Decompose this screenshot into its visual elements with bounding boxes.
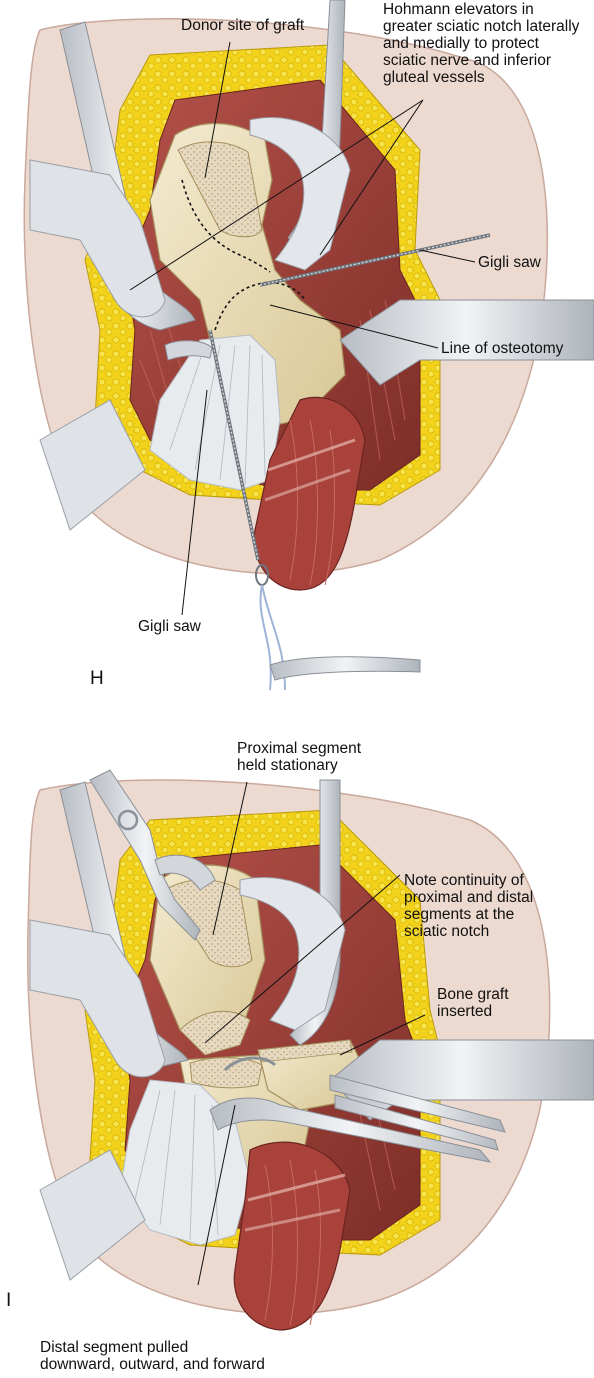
label-donor-site: Donor site of graft <box>181 17 305 34</box>
label-note-continuity: Note continuity of proximal and distal s… <box>404 872 534 940</box>
retractor-left-hook <box>164 340 213 361</box>
label-gigli-saw-bottom: Gigli saw <box>138 618 201 635</box>
graft-donor-site <box>177 141 263 238</box>
retractor-left-lower <box>39 399 146 531</box>
label-bone-graft-inserted: Bone graft inserted <box>437 986 509 1020</box>
sacrospinous-ligament <box>149 334 281 491</box>
retractor-right <box>339 299 594 386</box>
panel-h-illustration <box>23 0 594 691</box>
label-proximal-segment: Proximal segment held stationary <box>237 740 362 774</box>
panel-h-leader-lines <box>129 41 476 616</box>
panel-letter-i: I <box>6 1290 12 1311</box>
label-gigli-saw-right: Gigli saw <box>478 254 541 271</box>
distal-cancellous-surface <box>189 1057 263 1089</box>
panel-letter-h: H <box>90 668 104 689</box>
panel-i-illustration <box>26 769 594 1331</box>
retractor-left-blade <box>29 159 166 318</box>
label-distal-segment: Distal segment pulled downward, outward,… <box>40 1339 265 1373</box>
retractor-left-blade-i <box>29 919 166 1078</box>
forceps-graft <box>329 1074 506 1151</box>
label-hohmann-elevators: Hohmann elevators in greater sciatic not… <box>383 1 580 86</box>
forceps-distal <box>209 1097 492 1163</box>
retractor-left-lower-i <box>39 1149 146 1281</box>
clamp-instrument <box>269 656 421 681</box>
clamp-proximal-jaw <box>154 854 216 891</box>
clamp-proximal <box>89 769 201 941</box>
muscle-bundle-i <box>233 1141 351 1331</box>
hohmann-elevator-lateral <box>249 116 351 271</box>
graft-outline-dotted <box>181 179 271 273</box>
panel-i-leader-lines <box>197 781 426 1286</box>
label-line-of-osteotomy: Line of osteotomy <box>441 340 564 357</box>
hohmann-elevator-lateral-i <box>239 876 346 1031</box>
osteotomy-surface <box>179 1010 251 1056</box>
